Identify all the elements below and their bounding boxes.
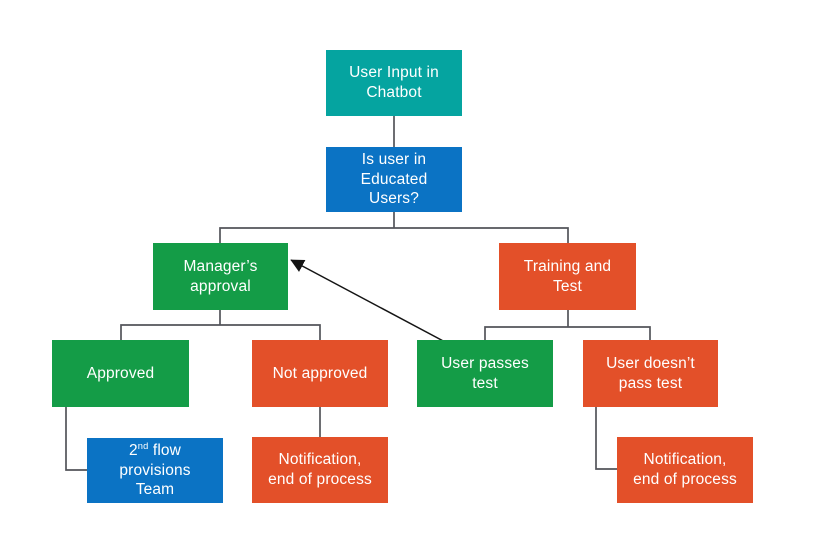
node-training-and-test: Training and Test <box>499 243 636 310</box>
connector-approved-to-secondflow <box>65 407 87 471</box>
node-not-approved-label: Not approved <box>272 364 368 382</box>
node-user-input-chatbot-label: User Input in Chatbot <box>349 64 439 101</box>
node-notification-right-label: Notification, end of process <box>633 451 737 488</box>
node-managers-approval: Manager’s approval <box>153 243 288 310</box>
node-is-user-in-educated-users: Is user in Educated Users? <box>326 147 462 212</box>
secondflow-rest: flow provisions Team <box>119 441 191 499</box>
node-user-input-chatbot: User Input in Chatbot <box>326 50 462 116</box>
node-second-flow-provisions-team-label: 2nd flow provisions Team <box>119 441 190 500</box>
node-notification-end-of-process-left: Notification, end of process <box>252 437 388 503</box>
connector-training-branch <box>484 310 651 340</box>
arrow-passes-to-managers <box>290 259 448 344</box>
secondflow-superscript: nd <box>137 440 149 451</box>
connector-doesnt-to-notification <box>595 407 617 470</box>
node-approved-label: Approved <box>86 364 155 382</box>
node-managers-approval-label: Manager’s approval <box>183 257 258 295</box>
node-user-passes-test-label: User passes test <box>441 354 529 392</box>
node-second-flow-provisions-team: 2nd flow provisions Team <box>87 438 223 503</box>
connector-group <box>65 116 651 471</box>
connector-educated-branch <box>219 212 569 243</box>
node-not-approved: Not approved <box>252 340 388 407</box>
node-notification-left-label: Notification, end of process <box>268 451 372 488</box>
node-user-passes-test: User passes test <box>417 340 553 407</box>
node-notification-end-of-process-right: Notification, end of process <box>617 437 753 503</box>
connector-managers-branch <box>120 310 321 340</box>
feedback-arrow-group <box>290 259 448 344</box>
node-approved: Approved <box>52 340 189 407</box>
node-training-and-test-label: Training and Test <box>523 257 612 295</box>
secondflow-prefix: 2 <box>128 441 138 459</box>
node-user-doesnt-pass-test: User doesn’t pass test <box>583 340 718 407</box>
node-user-doesnt-pass-test-label: User doesn’t pass test <box>606 354 695 392</box>
node-is-user-in-educated-users-label: Is user in Educated Users? <box>360 150 428 208</box>
